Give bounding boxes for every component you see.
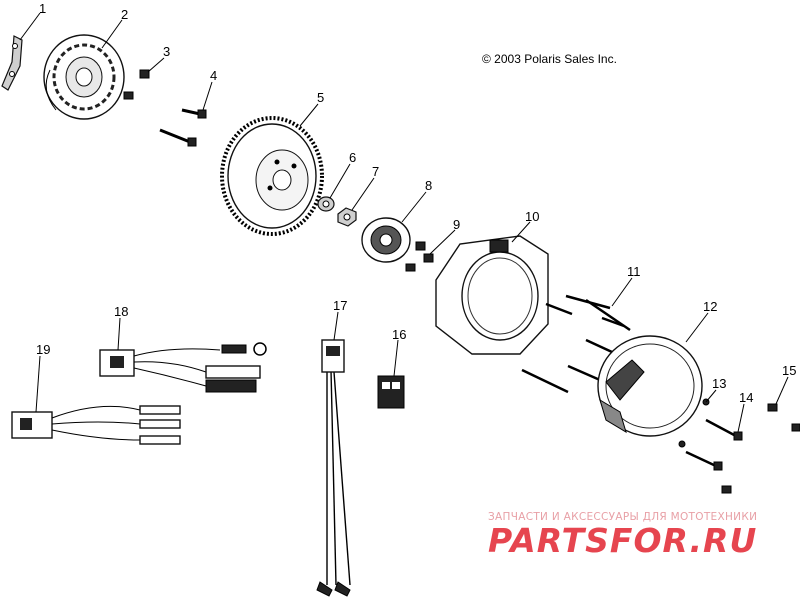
part-17-harness[interactable] (316, 339, 351, 597)
label-14: 14 (739, 390, 753, 405)
label-10: 10 (525, 209, 539, 224)
part-15-screws[interactable] (721, 403, 800, 494)
label-11: 11 (627, 264, 641, 279)
label-4: 4 (210, 68, 217, 83)
part-3-screw[interactable] (123, 69, 150, 100)
watermark-logo: PARTSFOR.RU (488, 521, 757, 560)
label-1: 1 (39, 1, 46, 16)
label-12: 12 (703, 299, 717, 314)
label-9: 9 (453, 217, 460, 232)
part-6-washer[interactable] (317, 196, 335, 212)
part-4-bolts[interactable] (159, 108, 207, 147)
label-2: 2 (121, 7, 128, 22)
label-7: 7 (372, 164, 379, 179)
label-6: 6 (349, 150, 356, 165)
label-16: 16 (392, 327, 406, 342)
part-1-bracket[interactable] (1, 35, 23, 91)
label-18: 18 (114, 304, 128, 319)
part-labels: 1 2 3 4 5 6 7 8 9 10 11 12 13 14 15 16 1… (36, 1, 796, 405)
part-7-nut[interactable] (337, 207, 357, 227)
part-12-cover[interactable] (597, 335, 703, 437)
label-3: 3 (163, 44, 170, 59)
label-15: 15 (782, 363, 796, 378)
label-5: 5 (317, 90, 324, 105)
part-5-flywheel[interactable] (220, 116, 324, 236)
part-11-bolts[interactable] (521, 294, 631, 394)
part-14-bolts[interactable] (685, 418, 743, 471)
part-18-harness[interactable] (99, 342, 267, 393)
label-13: 13 (712, 376, 726, 391)
label-8: 8 (425, 178, 432, 193)
copyright-text: © 2003 Polaris Sales Inc. (482, 52, 617, 66)
part-19-harness[interactable] (11, 405, 181, 445)
part-2-stator[interactable] (43, 34, 125, 120)
watermark-tagline: ЗАПЧАСТИ И АКСЕССУАРЫ ДЛЯ МОТОТЕХНИКИ (488, 511, 757, 523)
part-9-screws[interactable] (405, 241, 434, 272)
label-19: 19 (36, 342, 50, 357)
part-16-connector[interactable] (377, 375, 405, 409)
part-10-housing[interactable] (435, 235, 549, 355)
part-8-hub[interactable] (361, 217, 411, 263)
leader-lines (19, 12, 789, 433)
label-17: 17 (333, 298, 347, 313)
